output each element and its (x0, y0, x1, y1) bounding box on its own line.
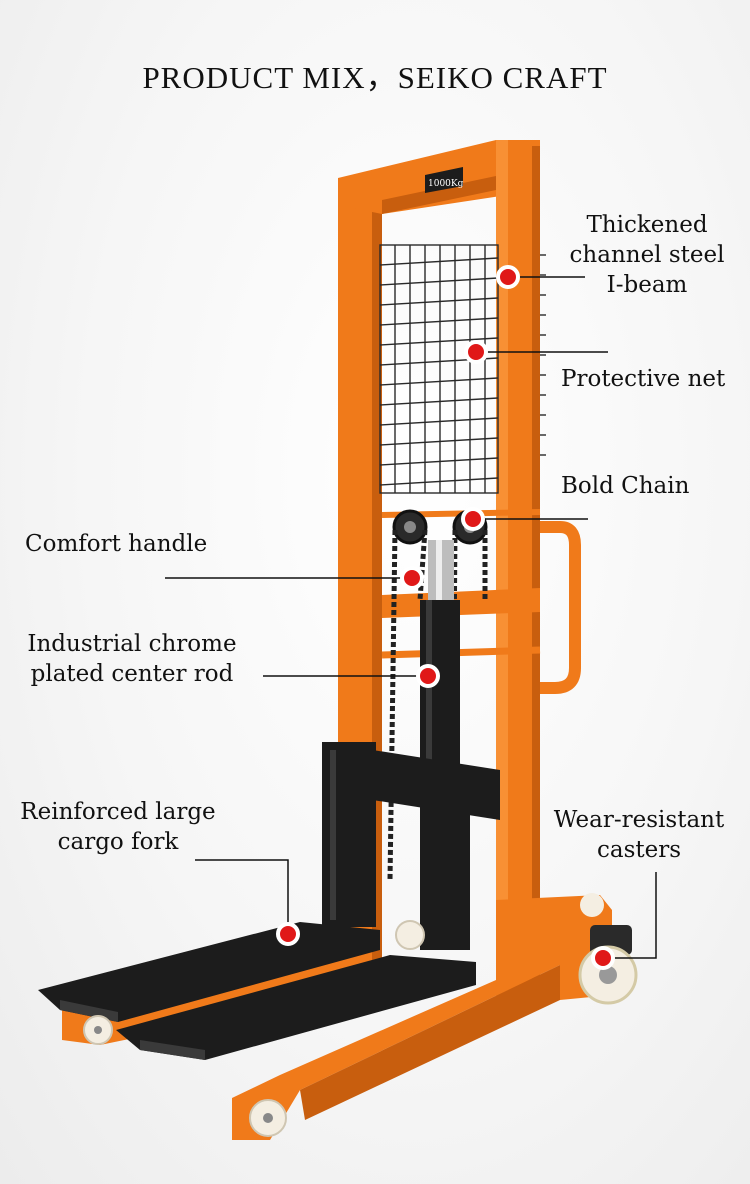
label-i-beam-line2: channel steel (569, 242, 725, 268)
protective-net (379, 244, 499, 494)
label-chain: Bold Chain (561, 473, 690, 499)
caster-wheel-rear (395, 920, 425, 950)
label-net: Protective net (561, 366, 726, 392)
label-casters-line2: casters (596, 837, 682, 863)
label-i-beam: Thickened channel steel I-beam (562, 210, 732, 300)
label-rod-line1: Industrial chrome (27, 631, 237, 657)
leader-fork (195, 859, 289, 934)
chain-left (387, 529, 398, 881)
base-leg-left (62, 955, 370, 1045)
leader-casters (603, 872, 657, 959)
marker-net (464, 340, 488, 364)
leader-lines (165, 276, 657, 959)
label-i-beam-line3: I-beam (606, 272, 688, 298)
label-rod: Industrial chrome plated center rod (18, 629, 246, 689)
marker-handle (400, 566, 424, 590)
label-fork: Reinforced large cargo fork (15, 797, 221, 857)
marker-i-beam (496, 265, 520, 289)
comfort-handle (540, 521, 581, 694)
mast-rack (540, 254, 546, 456)
front-wheel-right (249, 1099, 287, 1137)
base-leg-right (232, 895, 612, 1140)
marker-chain (461, 507, 485, 531)
fork-right (116, 955, 476, 1060)
capacity-plate: 1000Kg (425, 167, 464, 193)
marker-fork (276, 922, 300, 946)
label-rod-line2: plated center rod (30, 661, 234, 687)
label-casters-line1: Wear-resistant (553, 807, 725, 833)
marker-rod (416, 664, 440, 688)
page-title: PRODUCT MIX，SEIKO CRAFT (142, 60, 608, 95)
capacity-plate-text: 1000Kg (428, 179, 464, 189)
label-handle: Comfort handle (25, 531, 208, 557)
label-fork-line1: Reinforced large (20, 799, 216, 825)
label-casters: Wear-resistant casters (543, 805, 735, 865)
callout-markers (276, 265, 615, 970)
marker-casters (591, 946, 615, 970)
label-i-beam-line1: Thickened (586, 212, 708, 238)
fork-left (38, 922, 380, 1022)
label-fork-line2: cargo fork (57, 829, 179, 855)
front-wheel-left (83, 1015, 113, 1045)
